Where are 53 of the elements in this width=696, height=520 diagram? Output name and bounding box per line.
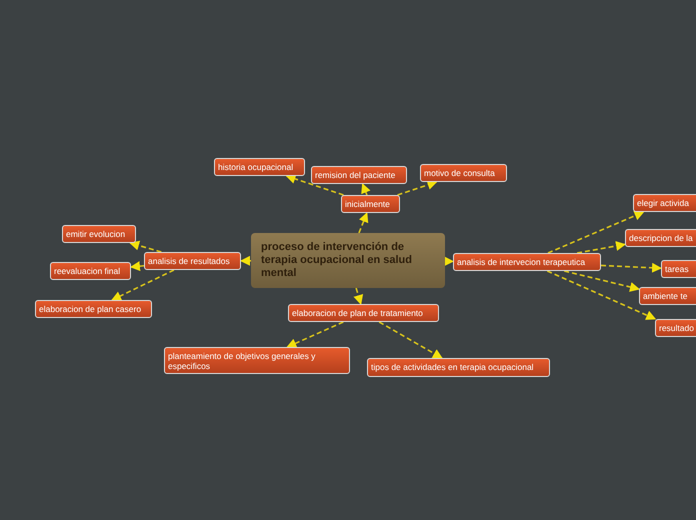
topic-box — [214, 158, 305, 176]
dashed-arrow — [397, 180, 438, 196]
dashed-arrow — [358, 212, 368, 234]
dashed-arrow — [576, 241, 626, 254]
topic-box — [62, 225, 136, 243]
dashed-arrow — [444, 256, 454, 266]
topic-text: tipos de actividades en terapia ocupacional — [371, 362, 535, 372]
topic-box — [50, 262, 131, 280]
topic-text: proceso de intervención de terapia ocupacional en salud mental — [261, 241, 413, 280]
topic-text: analisis de intervecion terapeutica — [457, 257, 586, 267]
dashed-arrow — [286, 321, 344, 348]
topic-box — [288, 304, 439, 322]
topic-box — [453, 253, 601, 271]
dashed-arrow — [378, 321, 443, 359]
topic-text: elaboracion de plan de tratamiento — [292, 308, 424, 318]
topic-text: reevaluacion final — [54, 266, 122, 276]
topic-text: inicialmente — [345, 199, 391, 209]
topic-text: descripcion de la — [629, 233, 693, 243]
central-topic-box — [251, 233, 445, 288]
topic-box — [625, 229, 696, 247]
topic-box — [633, 194, 696, 212]
dashed-arrow — [564, 270, 640, 292]
dashed-arrow — [240, 256, 251, 266]
dashed-arrow — [546, 270, 656, 320]
topic-text: ambiente te — [643, 291, 688, 301]
topic-box — [367, 358, 550, 377]
topic-text: resultado — [659, 323, 693, 333]
dashed-arrow — [600, 262, 662, 273]
topic-text: elaboracion de plan casero — [39, 304, 142, 314]
topic-box — [661, 260, 696, 278]
topic-box — [655, 319, 696, 337]
topic-box — [420, 164, 507, 182]
topic-text: emitir evolucion — [66, 229, 126, 239]
topic-text: motivo de consulta — [424, 168, 496, 178]
topic-text: historia ocupacional — [218, 162, 294, 172]
topic-box — [35, 300, 152, 318]
topic-box — [341, 195, 400, 213]
dashed-arrow — [130, 261, 144, 272]
topic-text: planteamiento de objetivos generales y especificos — [168, 351, 316, 371]
topic-text: analisis de resultados — [148, 256, 231, 266]
dashed-arrow — [111, 269, 174, 301]
dashed-arrow — [286, 174, 344, 196]
topic-box — [144, 252, 241, 270]
dashed-arrow — [548, 210, 644, 254]
topic-box — [639, 287, 696, 305]
dashed-arrow — [354, 288, 364, 305]
dashed-arrow — [129, 240, 162, 253]
topic-box — [311, 166, 407, 184]
topic-box — [164, 347, 350, 374]
topic-text: remision del paciente — [315, 170, 396, 180]
topic-text: elegir activida — [637, 198, 690, 208]
dashed-arrow — [361, 183, 371, 196]
topic-text: tareas — [665, 264, 690, 274]
